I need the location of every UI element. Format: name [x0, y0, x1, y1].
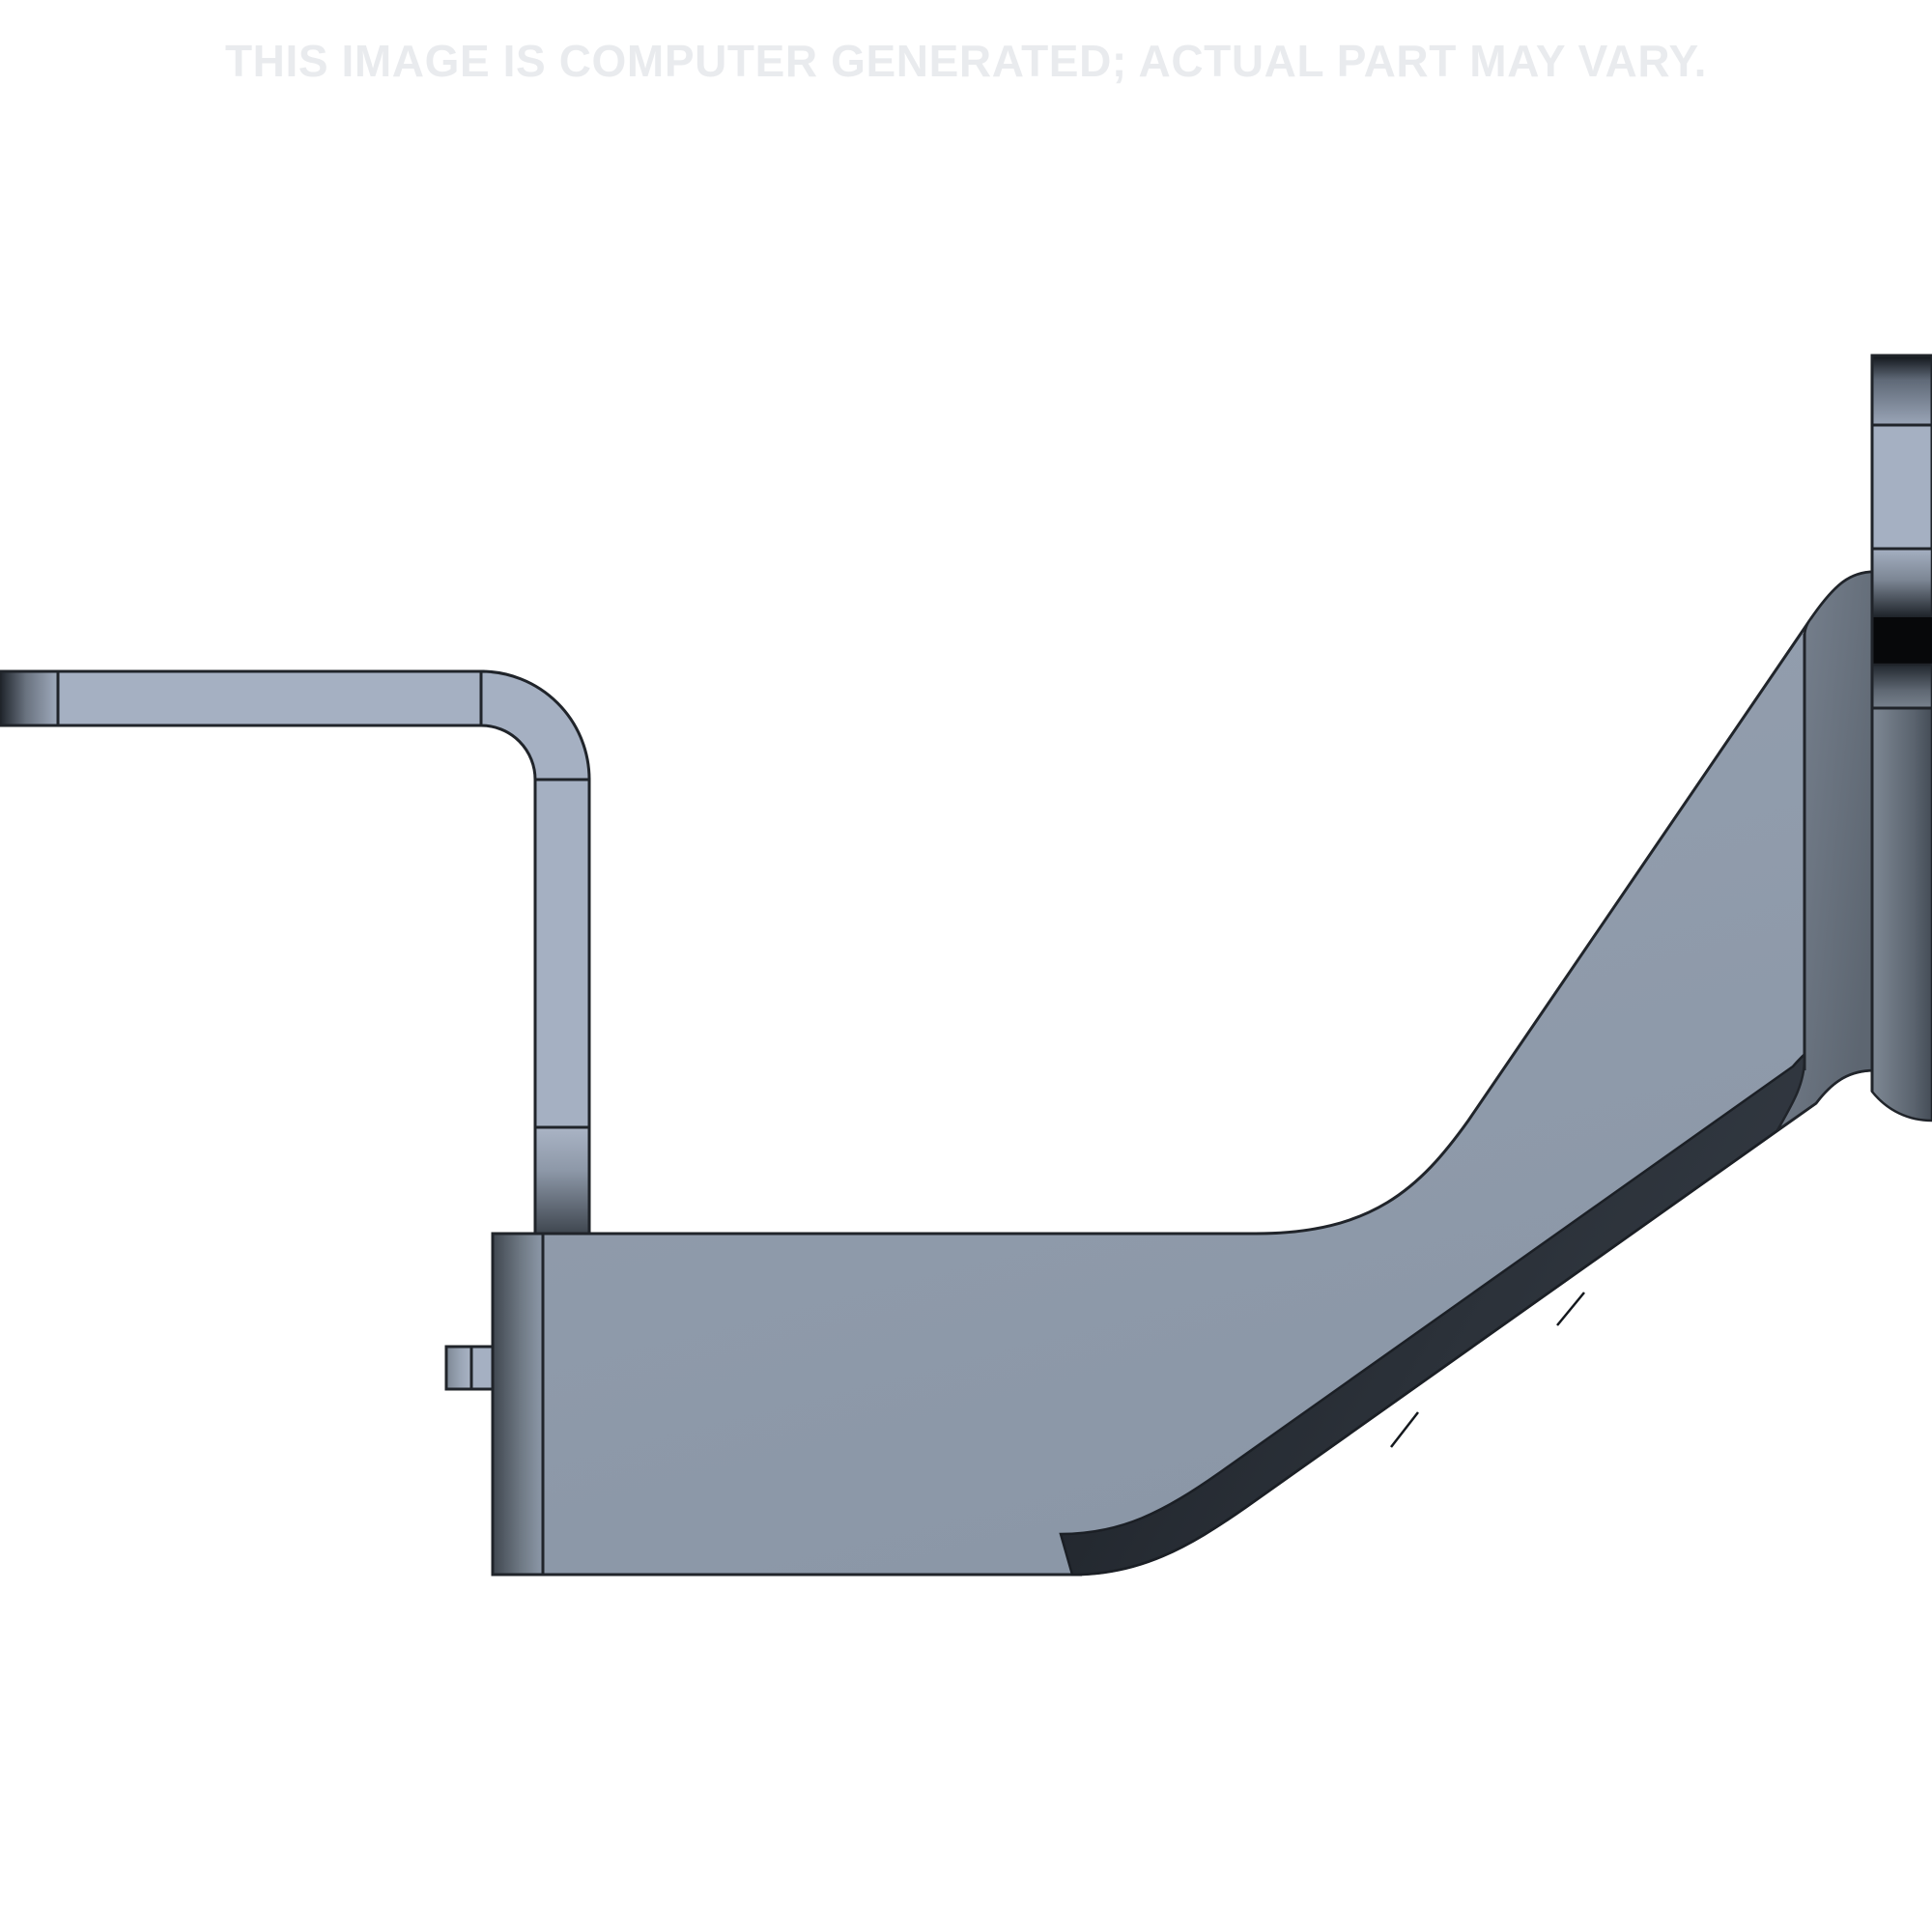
- tower-lower-gradient-band: [1870, 663, 1932, 710]
- arm-end-cap: [0, 669, 60, 727]
- flat-body-and-ramp: [491, 570, 1876, 1577]
- elbow-bend: [479, 669, 591, 781]
- edge-tick-b: [1556, 1292, 1585, 1326]
- right-tower: [1870, 354, 1932, 1122]
- tower-light-band: [1870, 423, 1932, 551]
- column-upper-face: [533, 778, 591, 1129]
- body-left-shade: [493, 1234, 543, 1575]
- elbow-face: [479, 669, 591, 781]
- body-ramp-silhouette: [491, 570, 1876, 1577]
- vertical-column: [533, 778, 591, 1237]
- side-tab-end-cap: [444, 1345, 473, 1391]
- ramp-shoulder: [1776, 570, 1876, 1132]
- tower-top-gradient-band: [1870, 354, 1932, 427]
- tower-mid-gradient-band: [1870, 547, 1932, 620]
- upper-horizontal-arm: [0, 669, 485, 727]
- tower-black-band: [1871, 617, 1932, 666]
- arm-face: [0, 669, 485, 727]
- column-shadow-band: [533, 1125, 591, 1237]
- edge-tick-a: [1390, 1411, 1419, 1448]
- tower-body-band: [1870, 706, 1932, 1122]
